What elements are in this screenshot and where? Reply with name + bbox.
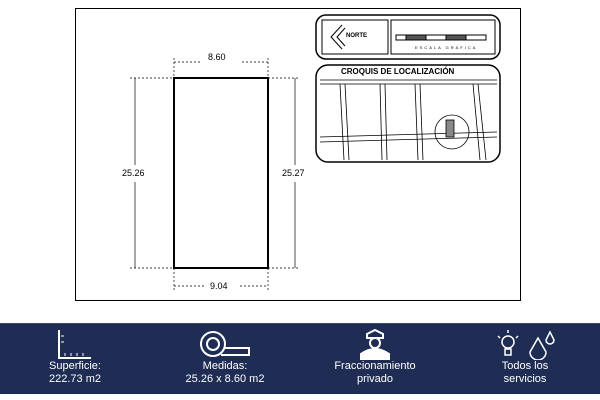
right-dimension: 25.27 xyxy=(282,168,305,178)
feature-measurements: Medidas: 25.26 x 8.60 m2 xyxy=(150,324,300,394)
lot-plan xyxy=(130,14,501,290)
feature-services: Todos los servicios xyxy=(450,324,600,394)
ruler-square-icon xyxy=(58,330,91,359)
location-map xyxy=(319,79,498,161)
security-guard-icon xyxy=(360,328,390,360)
features-banner: Superficie: 222.73 m2 Medidas: 25.26 x 8… xyxy=(0,323,600,394)
north-arrow-icon xyxy=(330,24,346,50)
lot-outline xyxy=(173,77,269,269)
drawing-frame xyxy=(75,8,521,301)
feature-private: Fraccionamiento privado xyxy=(300,324,450,394)
dimension-lines xyxy=(130,58,300,290)
graphic-scale-icon xyxy=(395,34,487,41)
scale-label: ESCALA GRÁFICA xyxy=(415,45,478,50)
utilities-icon xyxy=(497,330,555,360)
north-label: NORTE xyxy=(346,33,367,39)
bottom-dimension: 9.04 xyxy=(210,281,228,291)
top-dimension: 8.60 xyxy=(208,52,226,62)
tape-measure-icon xyxy=(200,331,250,357)
feature-surface: Superficie: 222.73 m2 xyxy=(0,324,150,394)
left-dimension: 25.26 xyxy=(122,168,145,178)
map-title: CROQUIS DE LOCALIZACIÓN xyxy=(341,67,455,76)
